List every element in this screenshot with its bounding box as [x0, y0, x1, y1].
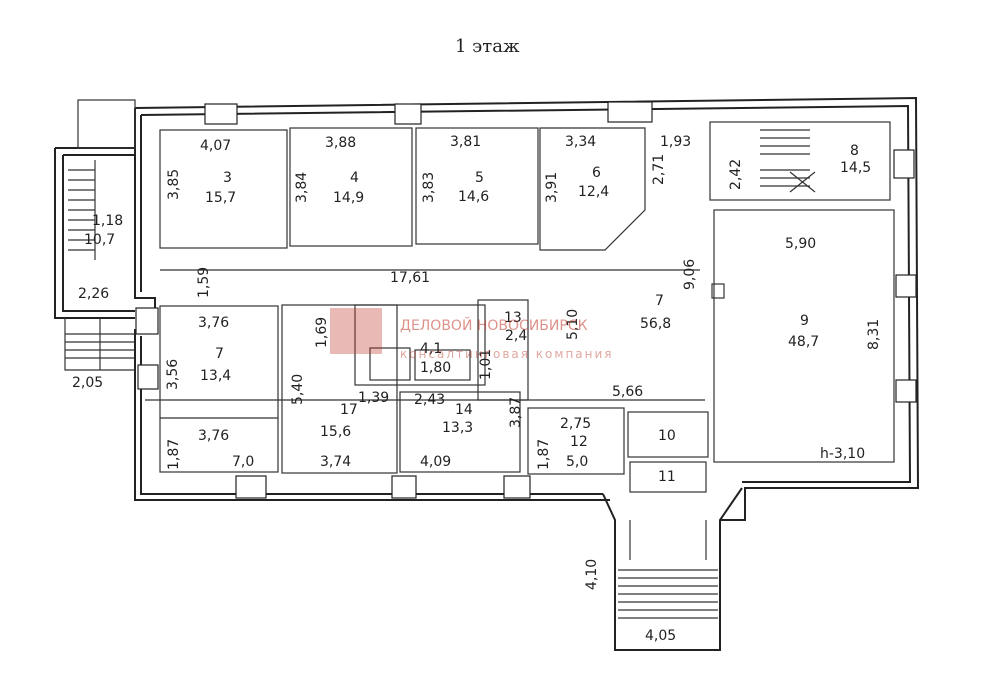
- porch-width: 4,05: [645, 628, 676, 644]
- room-14-number: 14: [455, 402, 473, 418]
- room-17-area: 15,6: [320, 424, 351, 440]
- room-17-dim-top: 1,39: [358, 390, 389, 406]
- outer-walls: [54, 96, 920, 521]
- stair-bottom-left: [65, 318, 135, 370]
- stair-left: [68, 160, 96, 260]
- room-10-number: 10: [658, 428, 676, 444]
- watermark-line1: ДЕЛОВОЙ НОВОСИБИРСК: [400, 316, 588, 334]
- room-14-dim-top: 2,43: [414, 392, 445, 408]
- room-9-dim-side: 8,31: [866, 319, 882, 350]
- room-7a-number: 7: [215, 346, 224, 362]
- dimension-labels: 17,61 1,59 2,26 2,05 1,93 2,71 2,42 9,06…: [72, 134, 865, 644]
- room-6-area: 12,4: [578, 184, 609, 200]
- room-17-dim-side: 5,40: [290, 374, 306, 405]
- ceiling-height: h-3,10: [820, 446, 865, 462]
- room-9-area: 48,7: [788, 334, 819, 350]
- dim-top-right-a: 1,93: [660, 134, 691, 150]
- room-3-area: 15,7: [205, 190, 236, 206]
- room-5-dim-side: 3,83: [421, 172, 437, 203]
- porch-length: 4,10: [584, 559, 600, 590]
- room-5-number: 5: [475, 170, 484, 186]
- room-11-number: 11: [658, 469, 676, 485]
- room-4-dim-side: 3,84: [294, 172, 310, 203]
- room-15-area: 1,80: [420, 360, 451, 376]
- watermark-line2: консалтинговая компания: [400, 347, 614, 361]
- room-9-number: 9: [800, 313, 809, 329]
- plan-title: 1 этаж: [455, 36, 520, 57]
- room-18-dim-side: 1,87: [166, 439, 182, 470]
- room-3-dim-top: 4,07: [200, 138, 231, 154]
- stair-width: 2,26: [78, 286, 109, 302]
- hall-height: 9,06: [682, 259, 698, 290]
- interior-walls: [159, 121, 895, 493]
- room-7b-area: 56,8: [640, 316, 671, 332]
- room-12-dim-side: 1,87: [536, 439, 552, 470]
- room-4-number: 4: [350, 170, 359, 186]
- room-7b-number: 7: [655, 293, 664, 309]
- corridor-width: 1,59: [196, 267, 212, 298]
- room-8-number: 8: [850, 143, 859, 159]
- room-12-dim-top: 2,75: [560, 416, 591, 432]
- porch-stair: [602, 487, 743, 651]
- windows: [135, 101, 917, 499]
- room-14-dim-bottom: 4,09: [420, 454, 451, 470]
- room-6-dim-top: 3,34: [565, 134, 596, 150]
- room-13-area: 2,4: [505, 328, 527, 344]
- corridor-length: 17,61: [390, 270, 430, 286]
- room-4-dim-top: 3,88: [325, 135, 356, 151]
- hall-bottom: 5,66: [612, 384, 643, 400]
- room-5-dim-top: 3,81: [450, 134, 481, 150]
- room-3-dim-side: 3,85: [166, 169, 182, 200]
- dim-top-right-b: 2,71: [651, 154, 667, 185]
- room-16-dim: 1,69: [314, 317, 330, 348]
- room-13-dim-side: 1,01: [478, 349, 494, 380]
- room-7a-dim-top: 3,76: [198, 315, 229, 331]
- room-9-dim-top: 5,90: [785, 236, 816, 252]
- room-18-dim-top: 3,76: [198, 428, 229, 444]
- stair-top-right: [760, 129, 816, 193]
- room-17-dim-bottom: 3,74: [320, 454, 351, 470]
- room-6-dim-side: 3,91: [544, 172, 560, 203]
- room-labels: 1,18 10,7 4,07 3 15,7 3,85 3,88 4 14,9 3…: [84, 134, 882, 485]
- room-14-dim-side: 3,87: [508, 397, 524, 428]
- stair-bottom: 2,05: [72, 375, 103, 391]
- room-1-dim: 1,18: [92, 213, 123, 229]
- room-1-area: 10,7: [84, 232, 115, 248]
- room-14-area: 13,3: [442, 420, 473, 436]
- watermark-logo: ДЕЛОВОЙ НОВОСИБИРСК консалтинговая компа…: [330, 308, 614, 361]
- dim-top-right-c: 2,42: [728, 159, 744, 190]
- room-7b-dim-side: 5,10: [565, 309, 581, 340]
- room-17-number: 17: [340, 402, 358, 418]
- room-12-area: 5,0: [566, 454, 588, 470]
- room-8-area: 14,5: [840, 160, 871, 176]
- room-12-number: 12: [570, 434, 588, 450]
- room-5-area: 14,6: [458, 189, 489, 205]
- room-18-area: 7,0: [232, 454, 254, 470]
- room-7a-dim-side: 3,56: [165, 359, 181, 390]
- room-6-number: 6: [592, 165, 601, 181]
- room-15-number: 4,1: [420, 341, 442, 357]
- room-4-area: 14,9: [333, 190, 364, 206]
- room-7a-area: 13,4: [200, 368, 231, 384]
- room-3-number: 3: [223, 170, 232, 186]
- room-13-number: 13: [504, 310, 522, 326]
